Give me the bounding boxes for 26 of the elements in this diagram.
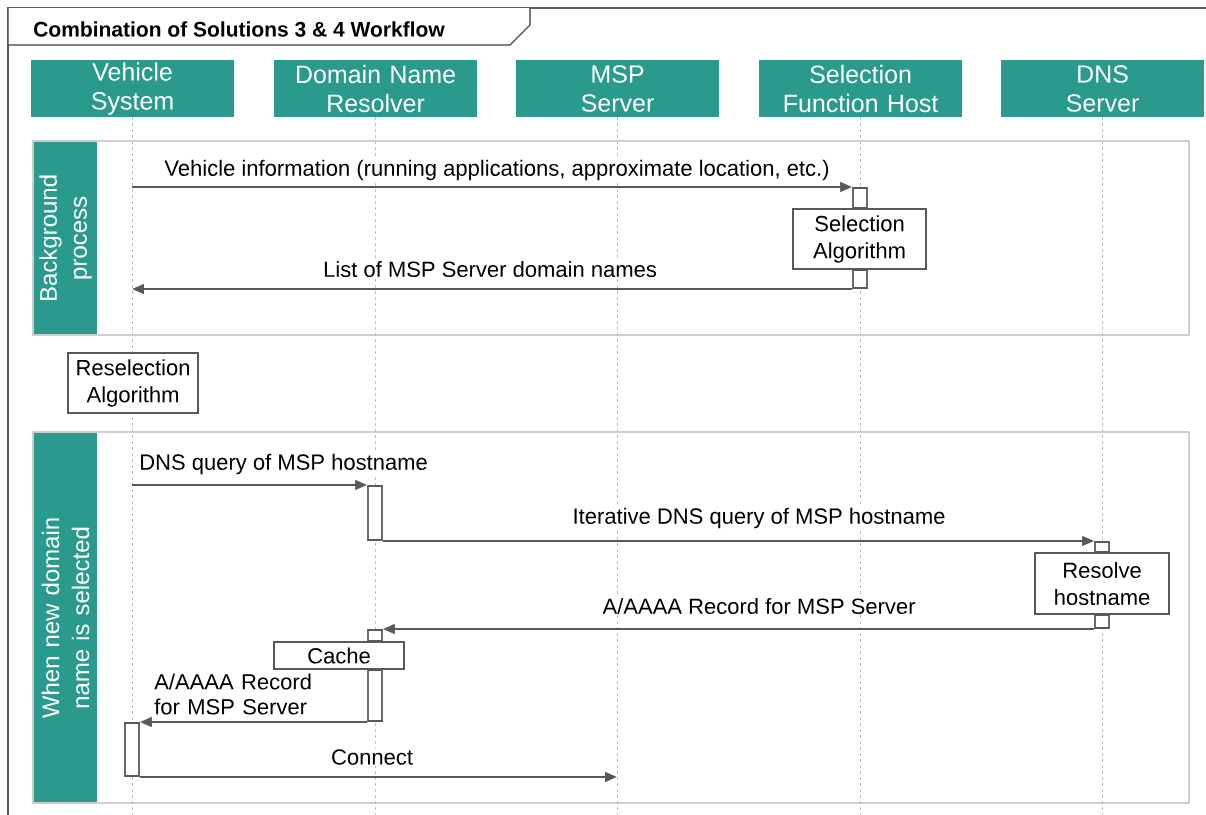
process-box: Reselection Algorithm <box>67 352 199 414</box>
activation-bar <box>852 269 868 289</box>
group-band: When new domain name is selected <box>34 433 97 802</box>
edge-label: Connect <box>330 748 414 766</box>
participant-box: Domain Name Resolver <box>274 60 477 117</box>
activation-bar <box>852 187 868 209</box>
activation-bar <box>367 669 383 722</box>
activation-bar <box>367 629 383 642</box>
participant-box: MSP Server <box>516 60 719 117</box>
title-tab: Combination of Solutions 3 & 4 Workflow <box>7 7 531 46</box>
activation-bar <box>124 722 140 777</box>
edge-label: List of MSP Server domain names <box>322 259 658 279</box>
edge-label: Vehicle information (running applications, approximate location, etc.) <box>163 158 831 182</box>
group-band: Background process <box>34 142 97 334</box>
participant-box: Vehicle System <box>31 60 234 117</box>
process-box: Selection Algorithm <box>792 208 927 270</box>
edge-label: A/AAAA Record for MSP Server <box>153 672 328 716</box>
edge-label: A/AAAA Record for MSP Server <box>601 596 917 616</box>
activation-bar <box>1094 614 1110 629</box>
participant-box: DNS Server <box>1001 60 1204 117</box>
edge-label: Iterative DNS query of MSP hostname <box>571 506 947 530</box>
edge-label: DNS query of MSP hostname <box>138 452 429 476</box>
process-box: Resolve hostname <box>1034 552 1170 615</box>
activation-bar <box>1094 541 1110 553</box>
participant-box: Selection Function Host <box>759 60 962 117</box>
activation-bar <box>367 485 383 541</box>
